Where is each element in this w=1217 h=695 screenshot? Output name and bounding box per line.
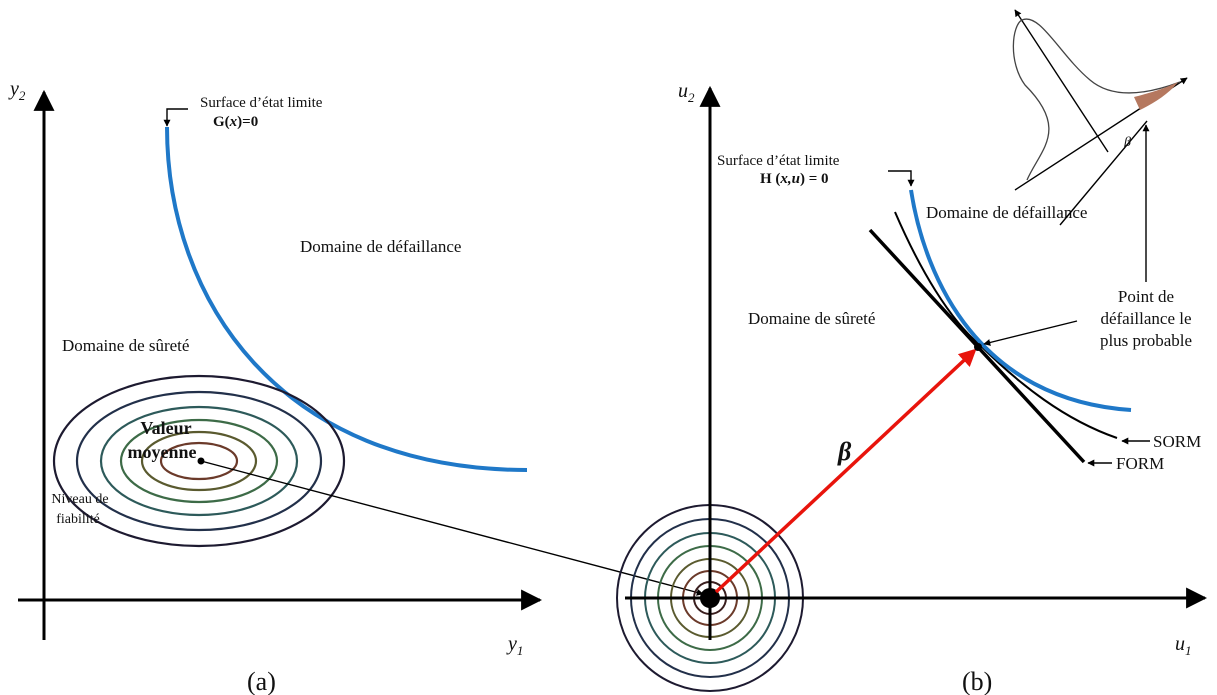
lsf-title-b: Surface d’état limite <box>717 153 840 169</box>
transformation-arrow <box>201 461 703 594</box>
reliability-level-label-2: fiabilité <box>56 512 100 527</box>
beta-label: β <box>837 437 852 466</box>
mean-value-label-2: moyenne <box>128 442 197 462</box>
safety-domain-b: Domaine de sûreté <box>748 309 875 328</box>
density-inset: β <box>1013 10 1187 225</box>
failure-domain-a: Domaine de défaillance <box>300 237 461 256</box>
inset-axis-2 <box>1015 10 1108 152</box>
mpp-label-2: défaillance le <box>1100 309 1191 328</box>
failure-probability-area <box>1134 82 1178 110</box>
u1-axis-label: u1 <box>1175 633 1192 658</box>
panel-b-label: (b) <box>962 667 992 695</box>
sorm-label: SORM <box>1153 432 1201 451</box>
mean-value-label: Valeur <box>140 418 191 438</box>
safety-domain-a: Domaine de sûreté <box>62 336 189 355</box>
lsf-title-a: Surface d’état limite <box>200 95 323 111</box>
u2-axis-label: u2 <box>678 80 695 105</box>
mpp-label-1: Point de <box>1118 287 1174 306</box>
lsf-equation-a: G(x)=0 <box>213 114 258 130</box>
reliability-level-label: Niveau de <box>51 492 108 507</box>
failure-domain-b: Domaine de défaillance <box>926 203 1087 222</box>
limit-state-surface-g <box>167 127 527 470</box>
panel-a-label: (a) <box>247 667 276 695</box>
form-label: FORM <box>1116 454 1164 473</box>
mpp-pointer <box>984 321 1077 344</box>
panel-b: u2 u1 β Surface d’état limite H (x,u) = … <box>617 10 1205 695</box>
panel-a: y2 y1 Surface d’état limite G(x)=0 Domai… <box>8 78 703 695</box>
y2-axis-label: y2 <box>8 78 26 103</box>
most-probable-failure-point <box>974 343 982 351</box>
lsf-pointer <box>167 109 188 126</box>
lsf-pointer-b <box>888 171 911 186</box>
y1-axis-label: y1 <box>506 633 523 658</box>
mpp-label-3: plus probable <box>1100 331 1192 350</box>
lsf-equation-b: H (x,u) = 0 <box>760 171 829 187</box>
inset-beta-dim <box>1060 121 1147 225</box>
inset-beta-label: β <box>1123 135 1131 150</box>
beta-vector <box>716 351 974 592</box>
